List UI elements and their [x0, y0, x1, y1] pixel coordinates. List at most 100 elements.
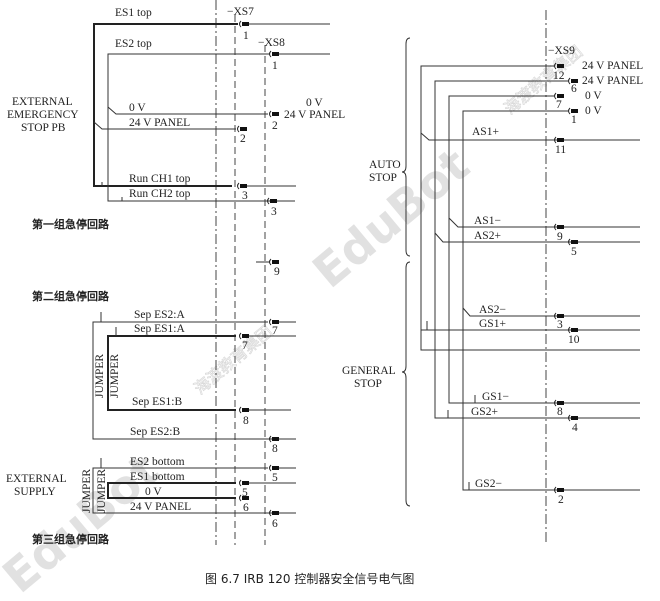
- plug-icon: [237, 125, 248, 133]
- device-label-line1: EXTERNAL: [12, 96, 73, 108]
- wire-label-es1-bottom: ES1 bottom: [130, 471, 185, 483]
- wire-label-sep-es1-b: Sep ES1:B: [132, 396, 182, 408]
- auto-stop-label-line1: AUTO: [369, 159, 401, 171]
- wire-label-es2-bottom: ES2 bottom: [130, 456, 185, 468]
- group1-circuit: EXTERNAL EMERGENCY STOP PB ES1 top ES2 t…: [7, 7, 345, 278]
- group3-title: 第三组急停回路: [32, 532, 110, 546]
- pin-xs7-1: 1: [243, 30, 249, 42]
- plug-icon: [237, 182, 248, 190]
- group2-title: 第二组急停回路: [32, 289, 110, 303]
- as2-plus-wire: [434, 232, 640, 243]
- general-stop-label-line2: STOP: [354, 378, 382, 390]
- wire-label-sep-es1-a: Sep ES1:A: [134, 323, 185, 335]
- pin-as2-minus: 3: [557, 319, 563, 331]
- auto-stop-brace: [401, 37, 411, 257]
- pin-gs1-plus: 10: [568, 334, 580, 346]
- group2-circuit: 第二组急停回路 JUMPER JUMPER Sep ES2:A Sep ES1:…: [32, 289, 296, 455]
- pin-es2-bottom: 5: [272, 472, 278, 484]
- general-stop-brace: [401, 261, 411, 507]
- xs9-circuit: −XS9 24 V PANEL 24 V PANEL 0 V 0 V 12 6 …: [342, 10, 643, 545]
- group1-title: 第一组急停回路: [32, 217, 110, 231]
- wire-label-es1-top: ES1 top: [115, 7, 152, 19]
- es2-bottom-wire: [92, 467, 296, 514]
- zero-v-wire: [107, 106, 268, 115]
- supply-label-line1: EXTERNAL: [6, 473, 67, 485]
- supply-label-1: 24 V PANEL: [582, 60, 643, 72]
- device-label-line2: EMERGENCY: [7, 109, 79, 121]
- pin-xs8-2: 2: [272, 120, 278, 132]
- supply-label-2: 24 V PANEL: [582, 75, 643, 87]
- plug-icon: [239, 479, 250, 487]
- signal-gs1-minus: GS1−: [482, 391, 509, 403]
- auto-stop-label-line2: STOP: [369, 172, 397, 184]
- pin-xs7-2: 2: [240, 133, 246, 145]
- supply-pin-1: 12: [553, 70, 565, 82]
- signal-as1-plus: AS1+: [472, 126, 499, 138]
- es2-loop-wire: [107, 53, 295, 202]
- supply-pin-4: 1: [571, 114, 577, 126]
- es1-loop-wire: [93, 23, 238, 187]
- device-label-line3: STOP PB: [21, 122, 66, 134]
- sep-es2-wire: [92, 321, 296, 440]
- supply-pin-2: 6: [571, 83, 577, 95]
- pin-as2-plus: 5: [571, 246, 577, 258]
- pin-gs2-minus: 2: [558, 494, 564, 506]
- as1-plus-wire: [420, 132, 640, 141]
- plug-icon: [269, 464, 280, 472]
- pin-es2a: 7: [272, 325, 278, 337]
- signal-gs2-plus: GS2+: [471, 406, 498, 418]
- pin-gs1-minus: 8: [557, 406, 563, 418]
- plug-icon: [239, 20, 250, 28]
- plug-icon: [239, 406, 250, 414]
- supply-pin-3: 7: [556, 99, 562, 111]
- jumper-inner-label: JUMPER: [109, 354, 121, 398]
- bus-0v-a: [448, 95, 640, 404]
- jumper-inner-label: JUMPER: [96, 469, 108, 513]
- xs8-label-0v: 0 V: [306, 97, 323, 109]
- pin-as1-minus: 9: [557, 231, 563, 243]
- supply-label-3: 0 V: [585, 90, 602, 102]
- xs9-label: −XS9: [548, 45, 575, 57]
- pin-0v: 6: [243, 502, 249, 514]
- wire-label-sep-es2-b: Sep ES2:B: [130, 426, 180, 438]
- sep-es1-wire: [107, 335, 236, 411]
- as2-minus-wire: [462, 307, 640, 317]
- pin-es1a: 7: [242, 340, 248, 352]
- bus-24v-b: [434, 80, 640, 419]
- pin-24v-panel: 6: [272, 518, 278, 530]
- signal-gs1-plus: GS1+: [479, 318, 506, 330]
- signal-gs2-minus: GS2−: [475, 478, 502, 490]
- wire-label-es2-top: ES2 top: [115, 38, 152, 50]
- pin-es2b: 8: [272, 443, 278, 455]
- es1-bottom-wire: [107, 482, 236, 499]
- signal-as2-minus: AS2−: [479, 304, 506, 316]
- as1-minus-wire: [448, 217, 640, 228]
- panel-24v-wire: [93, 121, 236, 130]
- pin-es1-bottom: 5: [242, 487, 248, 499]
- plug-icon: [269, 258, 280, 266]
- plug-icon: [269, 50, 280, 58]
- supply-label-4: 0 V: [585, 105, 602, 117]
- wire-label-24v-panel: 24 V PANEL: [129, 117, 190, 129]
- xs8-label-24v-panel: 24 V PANEL: [284, 109, 345, 121]
- wire-label-run-ch1-top: Run CH1 top: [129, 173, 191, 185]
- group3-circuit: EXTERNAL SUPPLY JUMPER JUMPER ES2 bottom…: [6, 456, 296, 546]
- pin-xs8-1: 1: [272, 60, 278, 72]
- pin-xs7-3: 3: [242, 190, 248, 202]
- bus-0v-b: [462, 110, 640, 491]
- wire-label-0v: 0 V: [129, 102, 146, 114]
- wire-label-run-ch2-top: Run CH2 top: [129, 188, 191, 200]
- pin-es1b: 8: [243, 415, 249, 427]
- pin-gs2-plus: 4: [572, 422, 578, 434]
- signal-as2-plus: AS2+: [474, 230, 501, 242]
- pin-xs8-3: 3: [271, 206, 277, 218]
- watermark-cn-left: 海渡教育集团: [190, 322, 276, 398]
- general-stop-label-line1: GENERAL: [342, 365, 396, 377]
- bus-24v-a: [420, 65, 640, 351]
- jumper-outer-label: JUMPER: [94, 354, 106, 398]
- xs8-label: −XS8: [258, 37, 285, 49]
- figure-caption: 图 6.7 IRB 120 控制器安全信号电气图: [205, 571, 414, 586]
- wire-label-sep-es2-a: Sep ES2:A: [134, 309, 185, 321]
- xs7-label: −XS7: [227, 6, 254, 18]
